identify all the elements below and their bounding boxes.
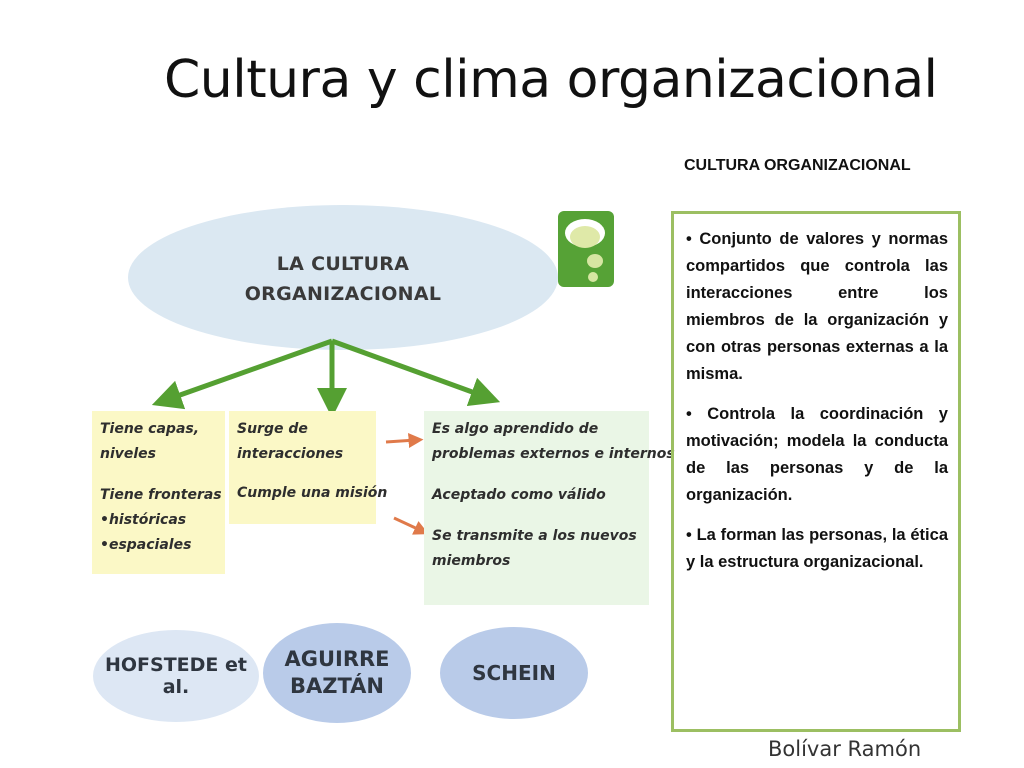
central-concept-line1: LA CULTURA (276, 253, 410, 275)
arrow-small-1 (385, 433, 424, 448)
section-subheading: CULTURA ORGANIZACIONAL (684, 157, 911, 174)
central-concept-ellipse: LA CULTURA ORGANIZACIONAL (128, 205, 558, 350)
learned-line2: problemas externos e internos (432, 446, 675, 462)
learned-line4: Se transmite a los nuevos (432, 528, 637, 544)
learned-line3: Aceptado como válido (432, 487, 606, 503)
arrow-left (151, 338, 333, 410)
bullet-2: • Controla la coordinación y motivación;… (686, 405, 948, 504)
slide-title: Cultura y clima organizacional (164, 50, 938, 110)
arrow-small-2 (393, 516, 429, 535)
author-aguirre-line2: BAZTÁN (289, 674, 384, 698)
speech-bubble-icon (558, 211, 614, 287)
author-hofstede-label: HOFSTEDE et al. (105, 654, 247, 698)
author-hofstede-ellipse: HOFSTEDE et al. (93, 630, 259, 722)
interactions-box: Surge de interacciones Cumple una misión (229, 411, 388, 524)
author-schein-ellipse: SCHEIN (440, 627, 588, 719)
concept-diagram: LA CULTURA ORGANIZACIONAL Tiene capas, n… (88, 175, 675, 723)
author-name: Bolívar Ramón (768, 737, 922, 761)
layers-line1: Tiene capas, (100, 421, 200, 437)
author-aguirre-line1: AGUIRRE (284, 647, 390, 671)
layers-line5: •espaciales (100, 537, 192, 553)
arrow-right (331, 338, 501, 406)
bullet-1: • Conjunto de valores y normas compartid… (686, 230, 948, 383)
layers-line2: niveles (100, 446, 157, 462)
author-schein-label: SCHEIN (472, 661, 556, 685)
layers-line4: •históricas (100, 512, 187, 528)
author-aguirre-ellipse: AGUIRRE BAZTÁN (263, 623, 411, 723)
author-aguirre-label: AGUIRRE BAZTÁN (284, 646, 389, 700)
interactions-line1: Surge de (237, 421, 308, 437)
learned-line1: Es algo aprendido de (432, 421, 599, 437)
definition-textbox: • Conjunto de valores y normas compartid… (671, 211, 961, 732)
learned-line5: miembros (432, 553, 511, 569)
layers-box: Tiene capas, niveles Tiene fronteras •hi… (92, 411, 225, 574)
connector-arrows (151, 338, 501, 535)
layers-line3: Tiene fronteras (100, 487, 222, 503)
bullet-3: • La forman las personas, la ética y la … (686, 526, 948, 571)
interactions-line3: Cumple una misión (237, 485, 388, 501)
central-concept-label: LA CULTURA ORGANIZACIONAL (128, 249, 558, 309)
central-concept-line2: ORGANIZACIONAL (244, 283, 442, 305)
interactions-line2: interacciones (237, 446, 344, 462)
learned-box: Es algo aprendido de problemas externos … (424, 411, 675, 605)
